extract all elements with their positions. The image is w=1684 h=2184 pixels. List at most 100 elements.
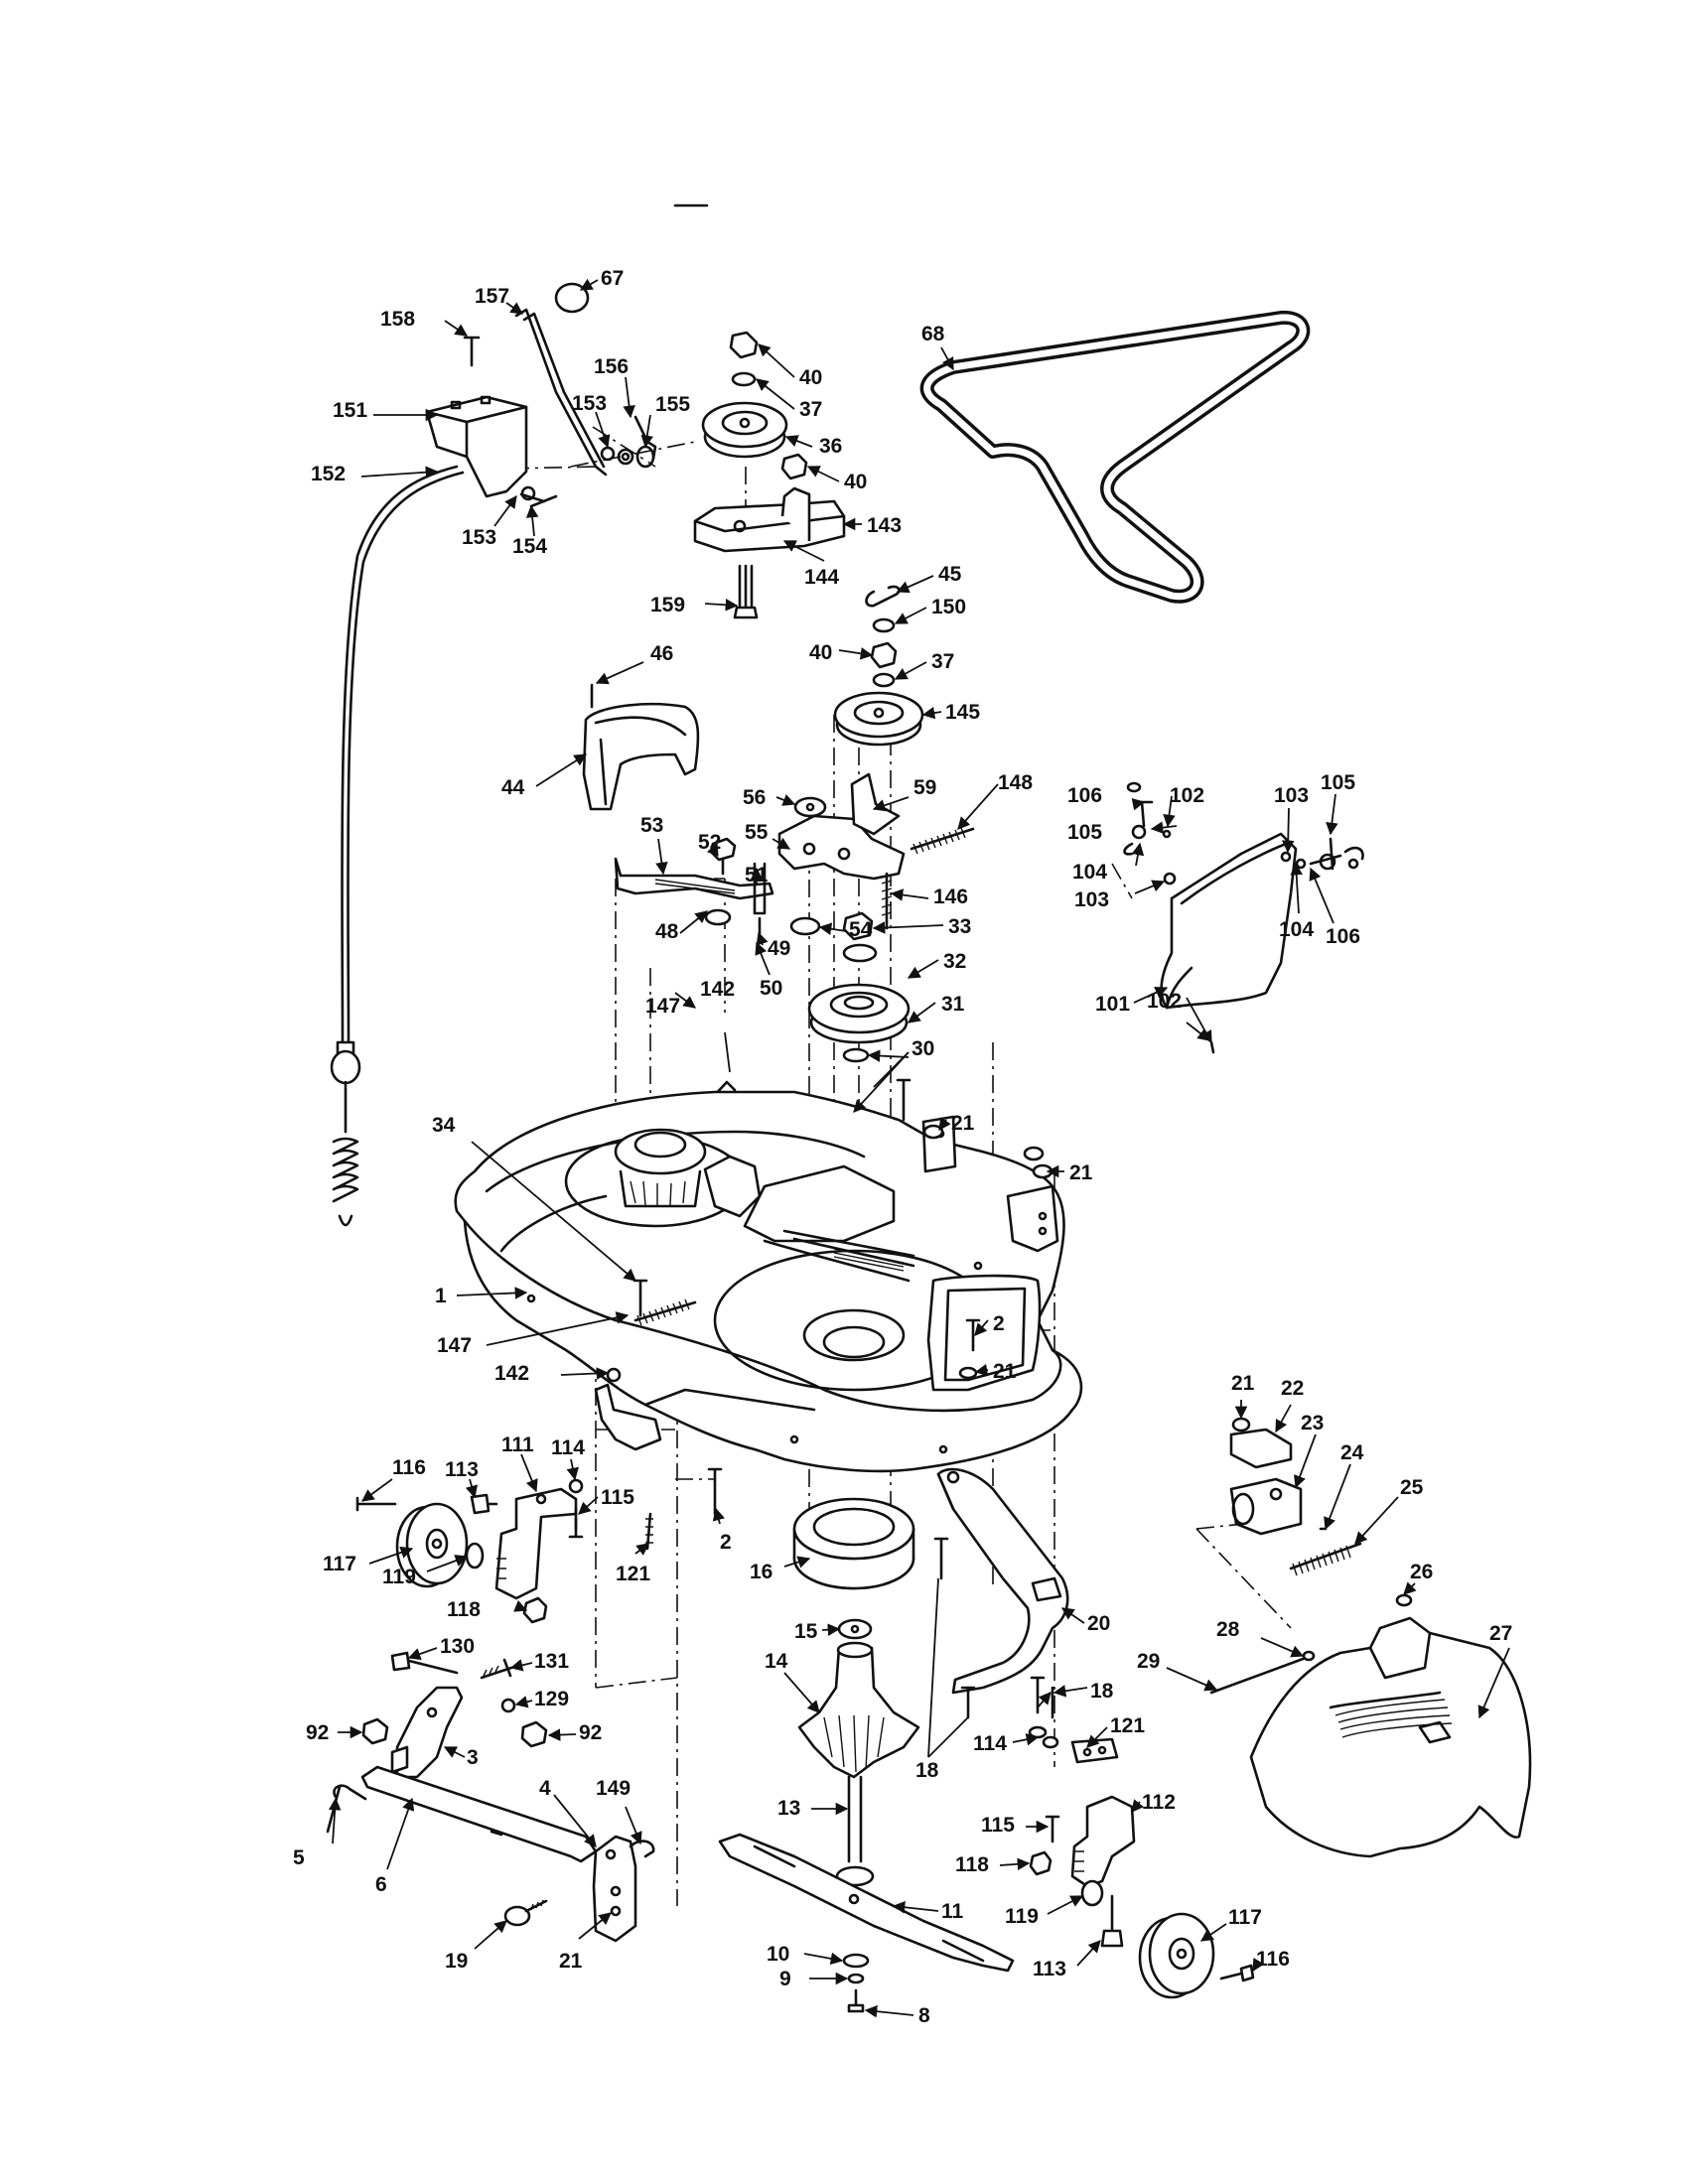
callout-101: 101 (1095, 993, 1130, 1016)
callout-19: 19 (445, 1950, 468, 1973)
callout-152: 152 (311, 463, 346, 485)
callout-5: 5 (293, 1846, 305, 1869)
callout-32: 32 (943, 950, 966, 973)
callout-49: 49 (768, 937, 790, 960)
chute-hinge (1229, 1417, 1413, 1607)
callout-10: 10 (767, 1943, 789, 1966)
callout-8: 8 (918, 2004, 930, 2027)
callout-30: 30 (912, 1037, 934, 1060)
callout-52: 52 (698, 831, 721, 854)
callout-130: 130 (440, 1635, 475, 1658)
callout-68: 68 (921, 323, 945, 345)
callout-23: 23 (1301, 1412, 1324, 1434)
callout-40-third: 40 (809, 641, 832, 664)
callout-116: 116 (392, 1456, 426, 1479)
callout-147-lower: 147 (437, 1334, 472, 1357)
idler-arm-assembly (614, 772, 975, 940)
callout-154: 154 (512, 535, 547, 558)
callout-118: 118 (447, 1598, 481, 1621)
callout-9: 9 (779, 1968, 791, 1990)
callout-53: 53 (640, 814, 663, 837)
callout-158: 158 (380, 308, 415, 331)
callout-50: 50 (760, 977, 782, 1000)
discharge-chute (1209, 1616, 1532, 1858)
callout-25: 25 (1400, 1476, 1424, 1499)
callout-156: 156 (594, 355, 629, 378)
callout-114: 114 (551, 1436, 585, 1459)
belt-guard (582, 683, 700, 811)
callout-18: 18 (1090, 1680, 1114, 1703)
callout-31: 31 (941, 993, 965, 1016)
idler-pulley-assembly (693, 331, 846, 619)
callout-121-right: 121 (1110, 1714, 1145, 1737)
callout-145: 145 (945, 701, 980, 724)
discharge-deflector (1123, 781, 1364, 1054)
callout-105-right: 105 (1321, 771, 1355, 794)
callout-131: 131 (534, 1650, 569, 1673)
callout-4: 4 (539, 1777, 551, 1800)
callout-153: 153 (572, 392, 607, 415)
leader-lines (328, 278, 1510, 2018)
callout-151: 151 (333, 399, 367, 422)
callout-142-lower: 142 (494, 1362, 529, 1385)
callout-37: 37 (799, 398, 822, 421)
callout-121: 121 (616, 1563, 650, 1585)
idler-pulley-145 (833, 585, 924, 747)
callout-14: 14 (765, 1650, 788, 1673)
deck-support-arm (933, 1467, 1069, 1749)
callout-147: 147 (645, 995, 680, 1018)
callout-92-right: 92 (579, 1721, 602, 1744)
callout-37-second: 37 (931, 650, 954, 673)
callout-129: 129 (534, 1688, 569, 1710)
callout-112: 112 (1142, 1791, 1176, 1814)
callout-117: 117 (323, 1553, 356, 1575)
callout-45: 45 (938, 563, 962, 586)
callout-113: 113 (445, 1458, 479, 1481)
callout-113-right: 113 (1033, 1958, 1066, 1980)
callout-44: 44 (501, 776, 525, 799)
callout-numbers: 67 157 158 156 153 155 151 152 153 154 4… (293, 267, 1512, 2027)
callout-40-second: 40 (844, 471, 867, 493)
callout-115: 115 (601, 1486, 634, 1509)
callout-150: 150 (931, 596, 966, 618)
callout-51: 51 (745, 864, 769, 887)
callout-102: 102 (1170, 784, 1204, 807)
callout-46: 46 (650, 642, 673, 665)
callout-36: 36 (819, 435, 842, 458)
callout-21: 21 (951, 1112, 975, 1135)
callout-21-hinge: 21 (1231, 1372, 1255, 1395)
callout-148: 148 (998, 771, 1033, 794)
callout-102-lower: 102 (1147, 990, 1182, 1013)
lift-lever-assembly (330, 282, 657, 1227)
callout-22: 22 (1281, 1377, 1304, 1400)
callout-1: 1 (435, 1285, 447, 1307)
callout-21-third: 21 (993, 1360, 1017, 1383)
drive-belt (919, 310, 1311, 604)
callout-55: 55 (745, 821, 769, 844)
callout-103-lower: 103 (1074, 888, 1109, 911)
callout-16: 16 (750, 1561, 772, 1583)
callout-104-right: 104 (1279, 918, 1314, 941)
spindle-assembly (707, 1467, 1015, 2013)
callout-56: 56 (743, 786, 766, 809)
callout-105: 105 (1067, 821, 1102, 844)
callout-146: 146 (933, 886, 968, 908)
callout-2: 2 (993, 1312, 1005, 1335)
callout-21-second: 21 (1069, 1161, 1093, 1184)
callout-24: 24 (1340, 1441, 1364, 1464)
callout-114-right: 114 (973, 1732, 1007, 1755)
callout-149: 149 (596, 1777, 631, 1800)
callout-142: 142 (700, 978, 735, 1001)
callout-106-right: 106 (1326, 925, 1360, 948)
callout-155: 155 (655, 393, 690, 416)
callout-33: 33 (948, 915, 971, 938)
callout-119-right: 119 (1005, 1905, 1039, 1928)
callout-15: 15 (794, 1620, 818, 1643)
callout-119: 119 (382, 1566, 416, 1588)
callout-67: 67 (601, 267, 624, 290)
callout-18-lower: 18 (915, 1759, 939, 1782)
callout-20: 20 (1087, 1612, 1110, 1635)
callout-48: 48 (655, 920, 679, 943)
callout-54: 54 (849, 918, 873, 941)
callout-157: 157 (475, 285, 509, 308)
